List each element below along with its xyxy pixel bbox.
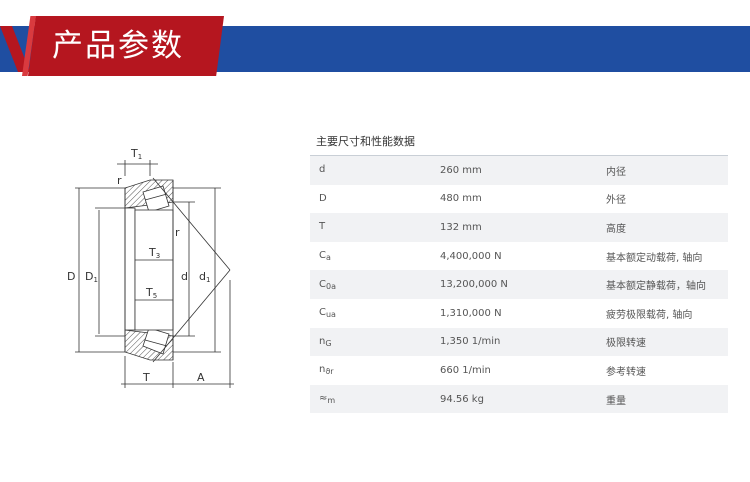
banner-title: 产品参数 [52,28,184,64]
table-row: nϑr 660 1/min 参考转速 [310,356,728,385]
param-value: 94.56 kg [440,393,484,405]
param-description: 高度 [606,223,626,235]
param-description: 内径 [606,166,626,178]
label-d1: d1 [199,270,210,284]
table-row: Cua 1,310,000 N 疲劳极限载荷, 轴向 [310,299,728,328]
param-value: 13,200,000 N [440,279,508,291]
param-description: 基本额定静载荷，轴向 [606,281,706,293]
label-D1: D1 [85,270,98,284]
param-value: 1,350 1/min [440,336,501,348]
parameter-table-title: 主要尺寸和性能数据 [310,128,728,156]
param-symbol: D [319,192,327,204]
banner-red-tab [28,16,224,76]
label-r-top: r [117,174,122,187]
param-symbol: d [319,164,326,176]
label-D: D [67,270,75,283]
param-symbol: C0a [319,278,336,291]
param-description: 参考转速 [606,366,646,378]
table-row: ≈m 94.56 kg 重量 [310,384,728,414]
param-symbol: ≈m [319,393,336,406]
header-banner: 产品参数 [0,16,750,76]
param-value: 660 1/min [440,364,491,376]
param-description: 极限转速 [606,338,646,350]
param-symbol: Ca [319,250,331,263]
param-symbol: nG [319,335,332,348]
param-description: 重量 [606,395,626,407]
table-row: T 132 mm 高度 [310,213,728,242]
param-description: 基本额定动载荷, 轴向 [606,252,703,264]
param-value: 4,400,000 N [440,250,502,262]
table-row: d 260 mm 内径 [310,156,728,185]
parameter-table: 主要尺寸和性能数据 d 260 mm 内径 D 480 mm 外径 T 132 mm 高度 Ca 4… [310,128,728,414]
param-symbol: Cua [319,307,336,320]
param-value: 260 mm [440,164,482,176]
param-description: 疲劳极限载荷, 轴向 [606,309,693,321]
table-row: C0a 13,200,000 N 基本额定静载荷，轴向 [310,270,728,299]
table-row: nG 1,350 1/min 极限转速 [310,327,728,357]
param-description: 外径 [606,195,626,207]
label-t3: T3 [148,246,160,260]
param-value: 132 mm [440,221,482,233]
label-t1: T1 [130,147,142,161]
table-row: Ca 4,400,000 N 基本额定动载荷, 轴向 [310,242,728,271]
label-r-right: r [175,226,180,239]
label-T: T [142,371,150,384]
label-A: A [197,371,205,384]
param-symbol: T [319,221,326,233]
label-d: d [181,270,188,283]
bearing-drawing: T1 r r T3 T5 D D1 d d1 T A [67,147,234,388]
table-row: D 480 mm 外径 [310,185,728,214]
label-t5: T5 [145,286,157,300]
param-symbol: nϑr [319,364,334,377]
parameter-rows: d 260 mm 内径 D 480 mm 外径 T 132 mm 高度 Ca 4,400,000 N… [310,156,728,414]
param-value: 480 mm [440,193,482,205]
param-value: 1,310,000 N [440,307,502,319]
